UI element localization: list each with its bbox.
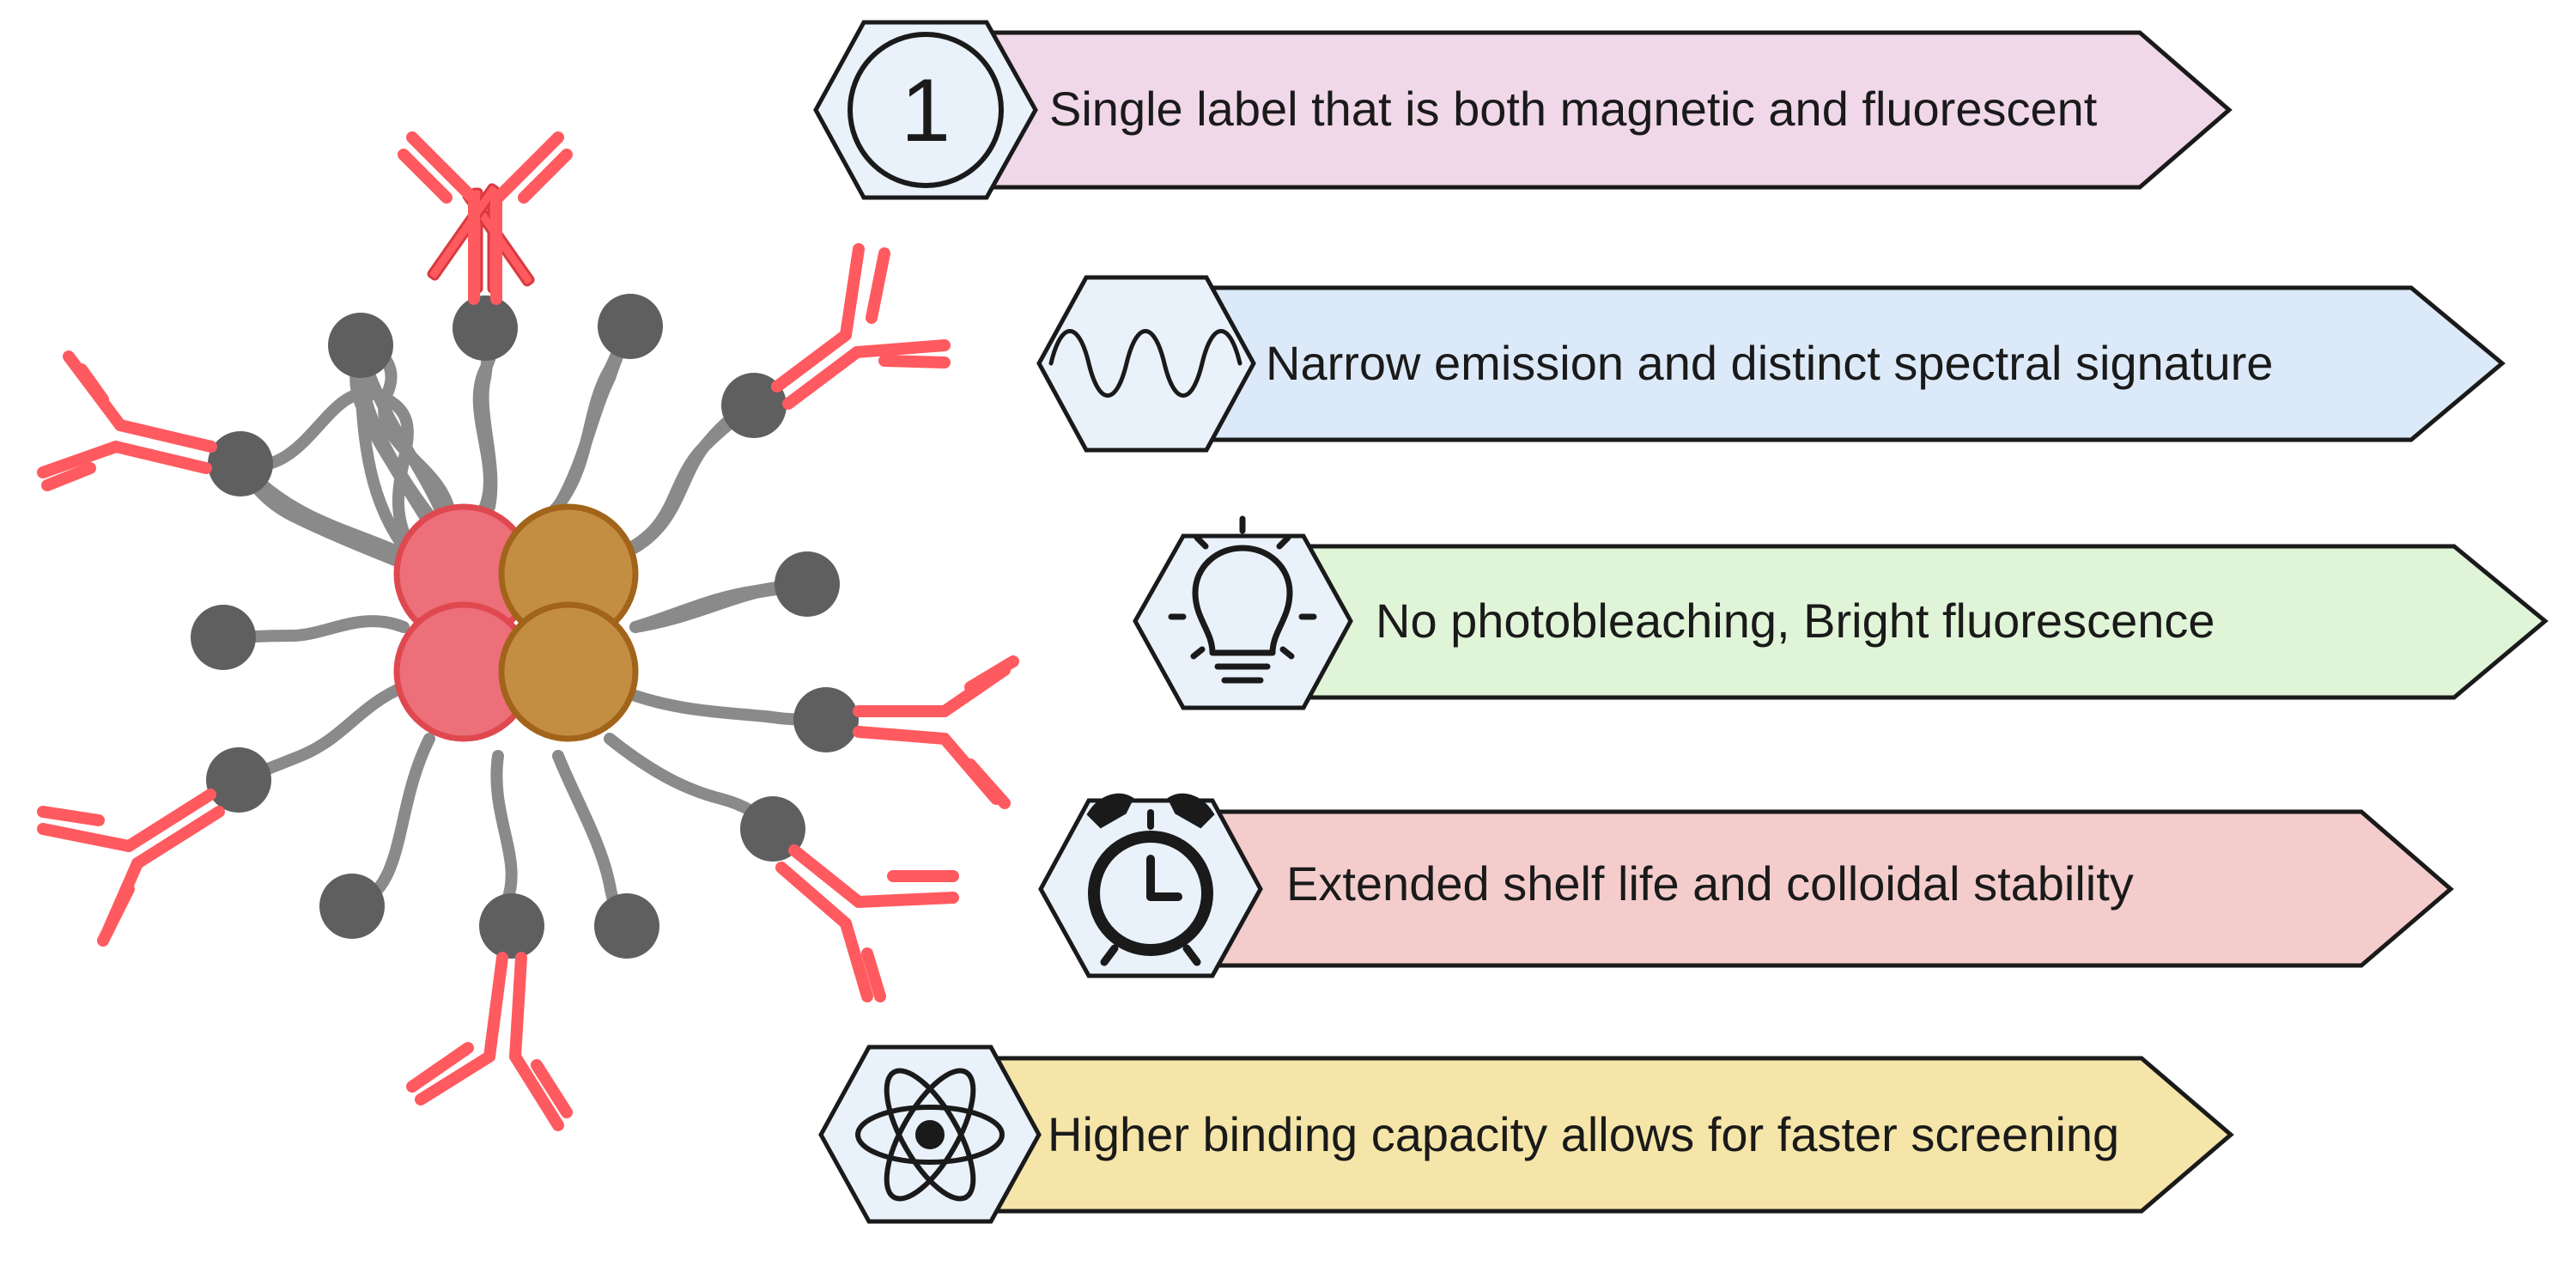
feature-hexagon bbox=[1036, 275, 1256, 453]
ligand-head bbox=[206, 747, 271, 813]
ligand-head bbox=[319, 874, 385, 939]
antibody-lower-right bbox=[775, 844, 959, 1002]
nanoparticle-core bbox=[393, 503, 639, 742]
ligand-head bbox=[793, 687, 859, 752]
feature-item-1: 1 Single label that is both magnetic and… bbox=[813, 20, 2233, 200]
antibody-lower-left bbox=[37, 789, 225, 947]
feature-number: 1 bbox=[901, 61, 951, 161]
feature-hexagon bbox=[1133, 533, 1353, 710]
ligand-head bbox=[328, 313, 393, 378]
number-one-icon: 1 bbox=[848, 32, 1004, 188]
ligand-head bbox=[598, 294, 663, 359]
feature-text: Higher binding capacity allows for faste… bbox=[1048, 1107, 2119, 1161]
feature-item-5: Higher binding capacity allows for faste… bbox=[818, 1045, 2234, 1224]
ligand-head bbox=[208, 431, 273, 496]
ligand-head bbox=[453, 295, 518, 361]
core-sphere-gold bbox=[498, 601, 639, 742]
feature-item-3: No photobleaching, Bright fluorescence bbox=[1133, 515, 2549, 710]
ligand-head bbox=[721, 373, 787, 438]
ligand-head bbox=[740, 796, 805, 862]
feature-list: 1 Single label that is both magnetic and… bbox=[813, 20, 2549, 1224]
lightbulb-icon bbox=[1168, 515, 1317, 684]
nanoparticle-illustration bbox=[37, 131, 1019, 1131]
atom-icon bbox=[855, 1068, 1005, 1202]
feature-item-4: Extended shelf life and colloidal stabil… bbox=[1038, 793, 2454, 978]
antibody-upper-left bbox=[37, 350, 217, 491]
ligand-head bbox=[775, 551, 840, 617]
antibody-set bbox=[37, 131, 1019, 1131]
antibody-right bbox=[853, 655, 1019, 809]
alarm-clock-icon bbox=[1086, 793, 1215, 966]
ligand-head bbox=[191, 605, 256, 670]
feature-text: Single label that is both magnetic and f… bbox=[1049, 82, 2098, 136]
antibody-upper-right bbox=[771, 243, 951, 410]
feature-item-2: Narrow emission and distinct spectral si… bbox=[1036, 275, 2506, 453]
ligand-head bbox=[594, 893, 659, 959]
sine-wave-icon bbox=[1048, 329, 1242, 398]
ligand-heads bbox=[191, 294, 859, 959]
antibody-bottom bbox=[406, 952, 573, 1131]
feature-text: No photobleaching, Bright fluorescence bbox=[1376, 594, 2215, 648]
feature-text: Narrow emission and distinct spectral si… bbox=[1266, 336, 2273, 390]
ligand-head bbox=[479, 893, 544, 959]
antibody-top bbox=[398, 131, 573, 305]
feature-text: Extended shelf life and colloidal stabil… bbox=[1286, 856, 2134, 911]
